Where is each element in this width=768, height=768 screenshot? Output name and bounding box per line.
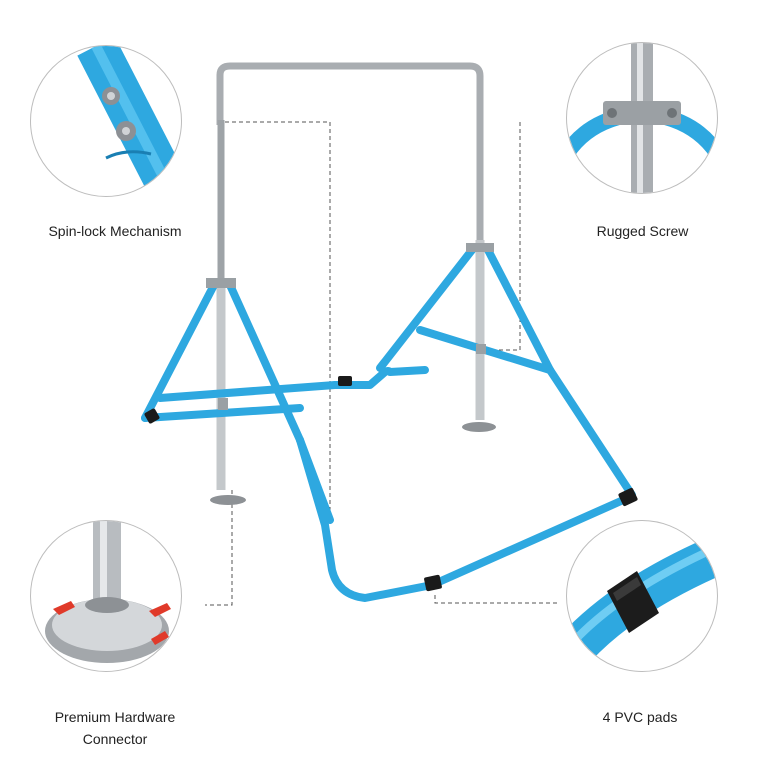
spin-lock-label: Spin-lock Mechanism	[48, 223, 182, 239]
hardware-connector-closeup	[30, 520, 182, 672]
hardware-connector-label-line1: Premium Hardware	[54, 709, 176, 725]
pvc-pads-label: 4 PVC pads	[602, 709, 678, 725]
rugged-screw-label: Rugged Screw	[596, 223, 689, 239]
hardware-connector-label-line2: Connector	[82, 731, 148, 747]
hardware-connector-label: Premium Hardware Connector	[30, 706, 200, 750]
spin-lock-closeup	[30, 45, 182, 197]
pvc-pad-closeup	[566, 520, 718, 672]
rugged-screw-closeup	[566, 42, 718, 194]
